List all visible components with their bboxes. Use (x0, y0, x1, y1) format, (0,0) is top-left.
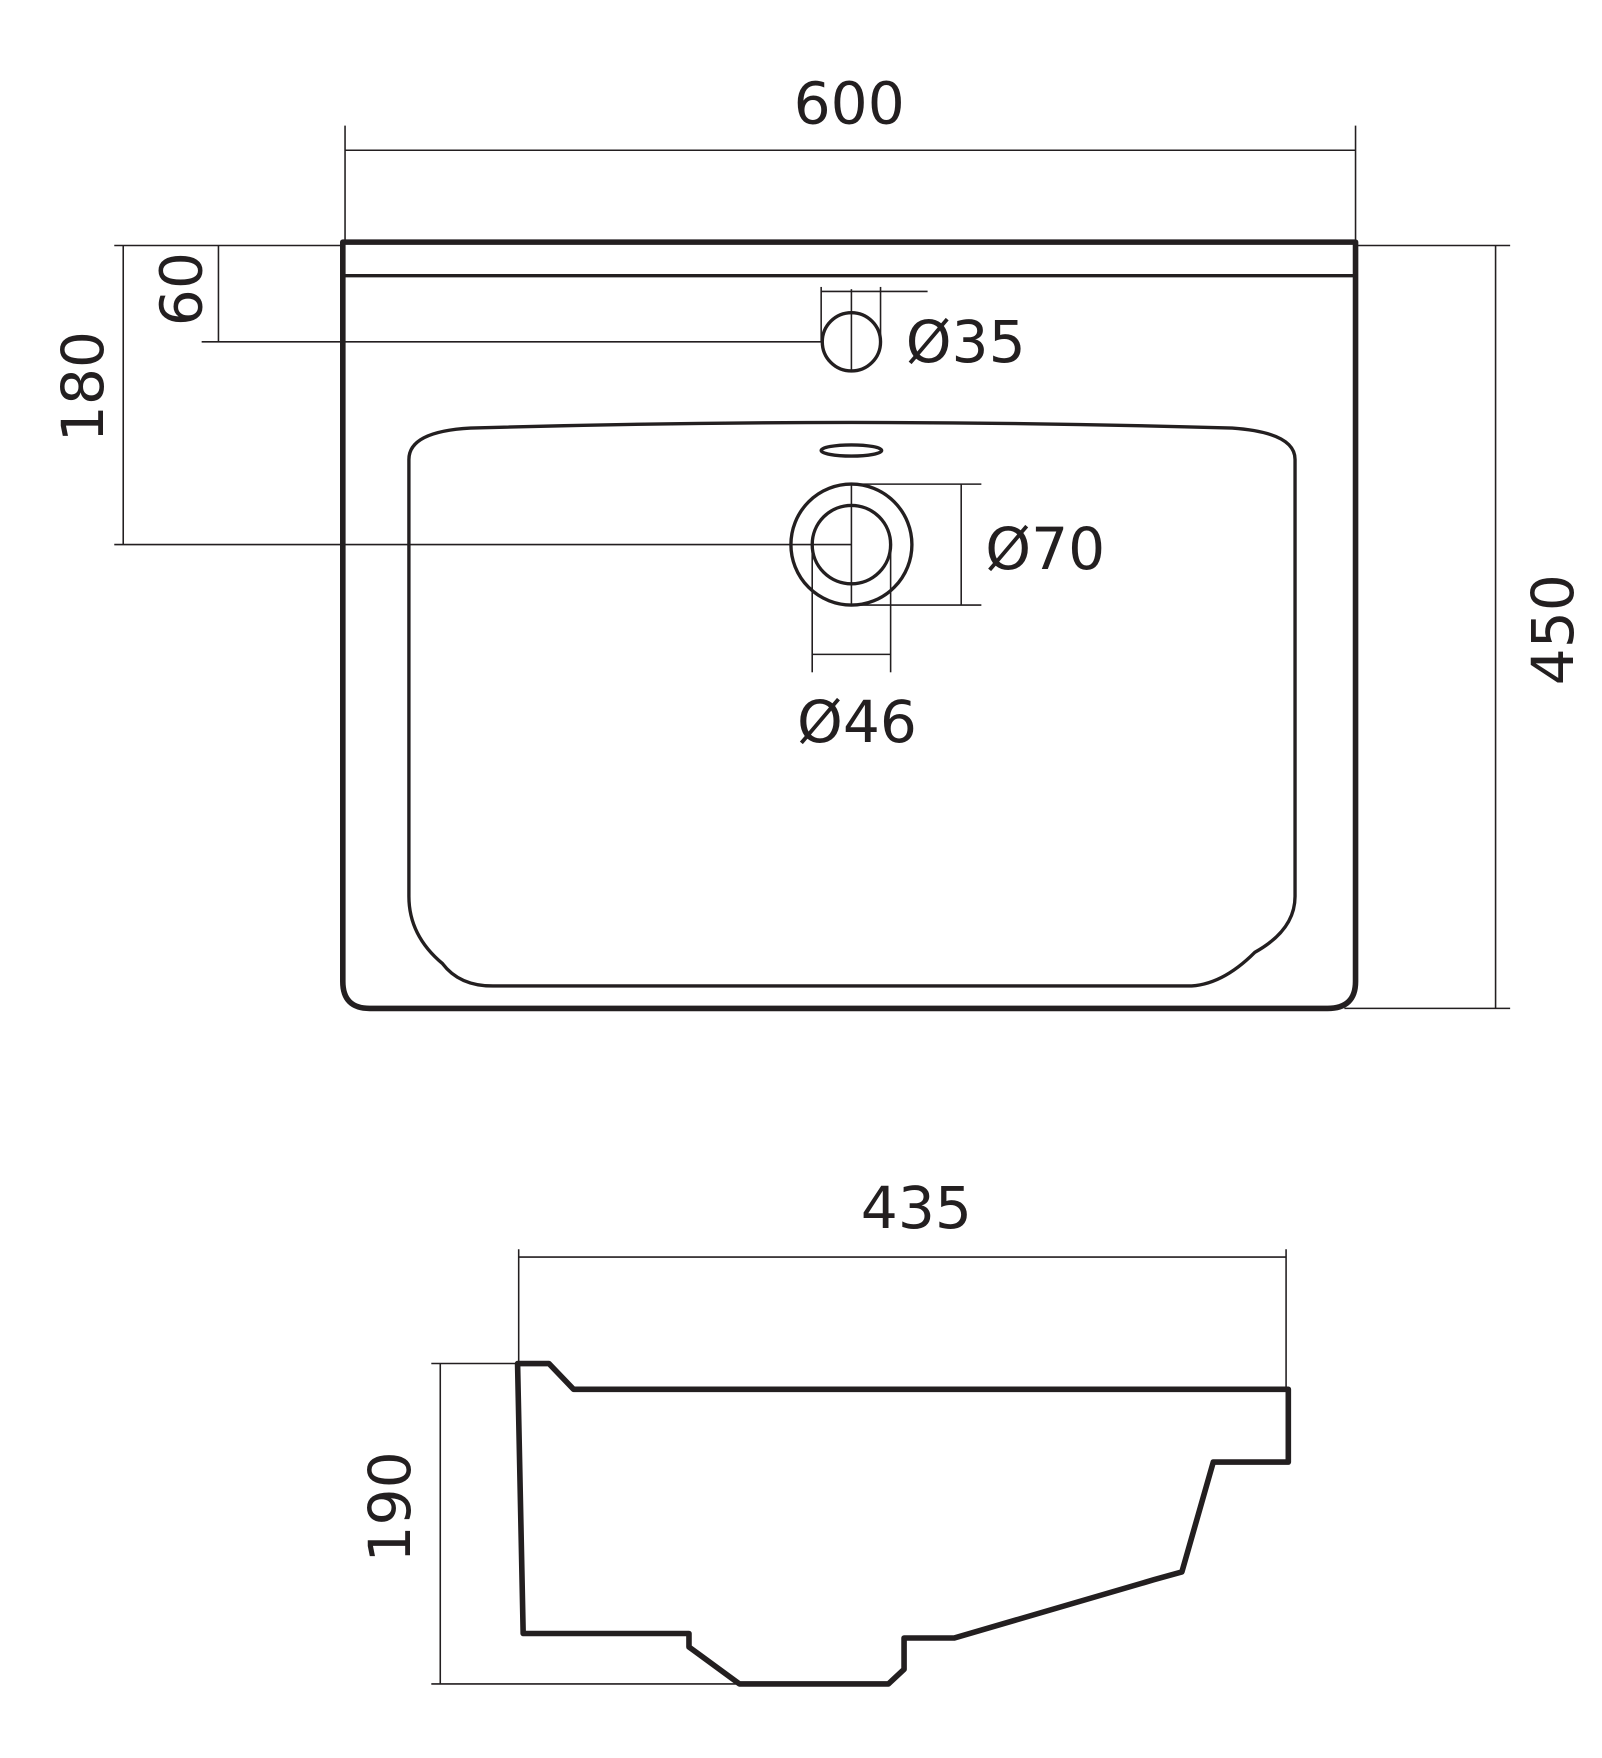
overflow-slot (819, 443, 884, 458)
bowl-outline (407, 420, 1297, 988)
side-depth-label: 435 (861, 1174, 972, 1242)
drain-outer-label: Ø70 (985, 515, 1105, 583)
faucet-hole-label: Ø35 (906, 308, 1026, 376)
depth-label: 450 (1519, 574, 1587, 685)
basin-outline (340, 239, 1359, 1012)
faucet-offset-label: 60 (148, 252, 216, 326)
height-label: 190 (356, 1451, 424, 1562)
drain-offset-label: 180 (49, 331, 117, 442)
side-profile (514, 1360, 1292, 1687)
width-label: 600 (794, 69, 905, 137)
drain-inner-label: Ø46 (797, 688, 917, 756)
top-view: Ø35 Ø70 Ø46 600 450 180 60 (49, 69, 1587, 1012)
side-view: 435 190 (356, 1174, 1292, 1687)
